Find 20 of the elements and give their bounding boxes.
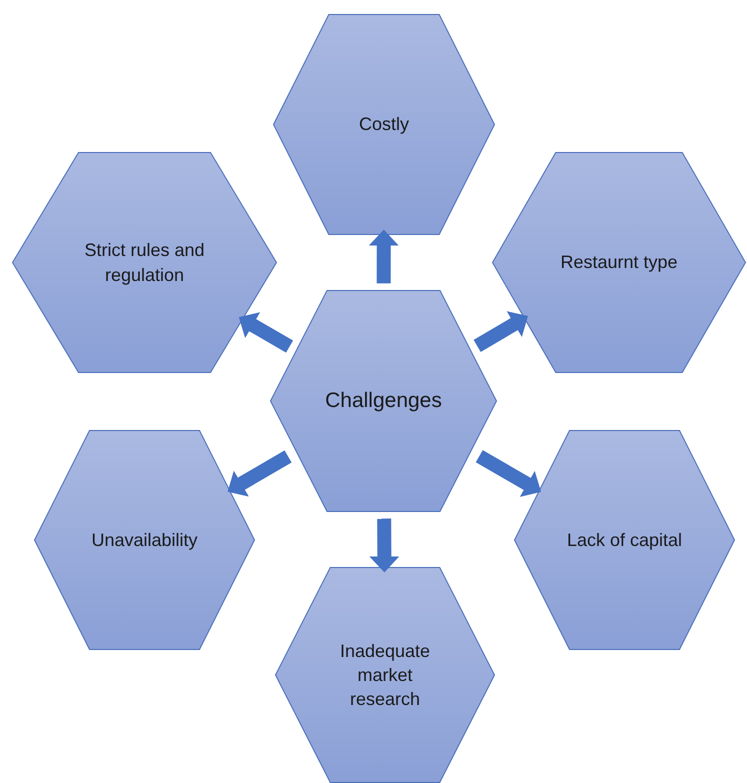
node-label: Costly: [358, 113, 409, 136]
node-label: Lack of capital: [566, 528, 682, 552]
block-arrow: [369, 518, 400, 572]
node-label: Strict rules and regulation: [83, 239, 206, 287]
hexagon-node: [492, 152, 746, 373]
hexagon-node: [275, 567, 495, 783]
hexagon-node: [273, 14, 495, 235]
block-arrow: [368, 230, 399, 284]
block-arrow: [228, 450, 292, 497]
node-label: Challgenges: [325, 388, 442, 414]
hexagon-node: [514, 430, 735, 650]
hexagon-node: [270, 290, 497, 512]
block-arrow: [476, 450, 542, 497]
block-arrow: [238, 312, 294, 353]
hexagon-node: [34, 430, 255, 650]
node-label: Unavailability: [91, 528, 198, 552]
node-label: Inadequate market research: [338, 640, 432, 712]
node-label: Restaurnt type: [560, 251, 678, 274]
hexagon-node: [12, 152, 277, 373]
block-arrow: [474, 311, 528, 352]
